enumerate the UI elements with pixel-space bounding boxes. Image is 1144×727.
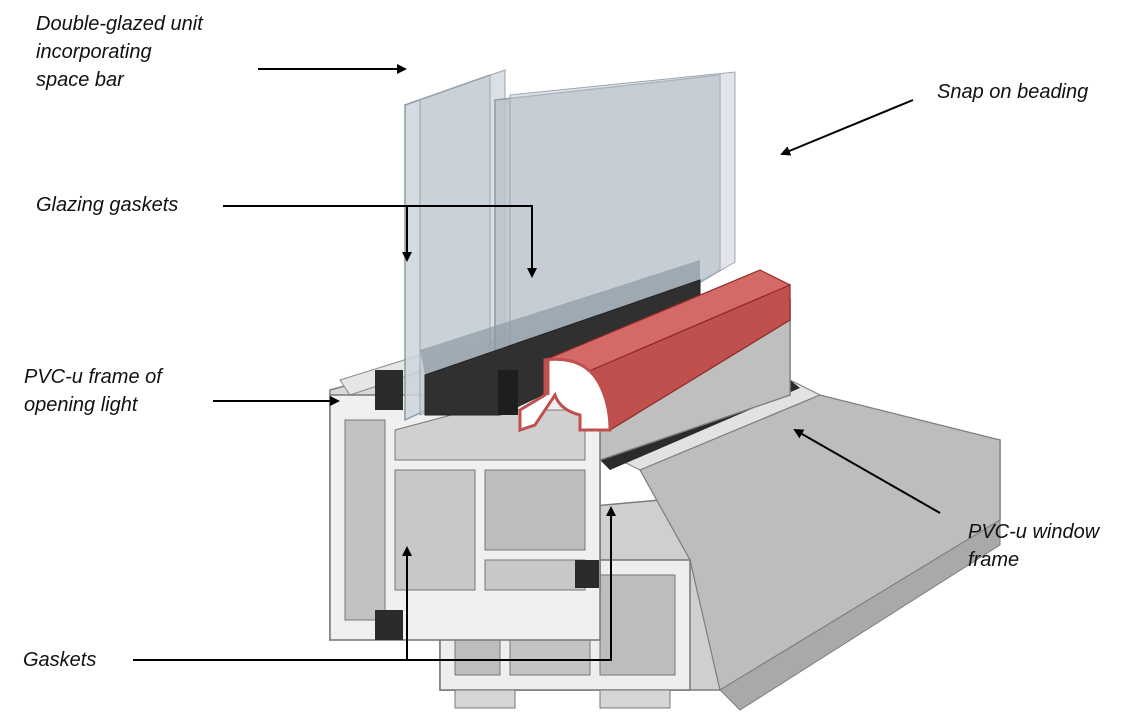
leader-lines: [133, 64, 941, 661]
label-double-glazed-line-2: incorporating: [36, 41, 152, 63]
arrow-snap-on-beading: [780, 99, 914, 156]
label-double-glazed-line-3: space bar: [36, 69, 124, 91]
label-opening-light-line-1: PVC-u frame of: [24, 366, 162, 388]
label-glazing-gaskets: Glazing gaskets: [36, 194, 179, 216]
label-gaskets: Gaskets: [23, 649, 97, 671]
arrow-gaskets-2: [407, 506, 616, 661]
label-pvcu-opening-light: PVC-u frame of opening light: [24, 365, 162, 417]
arrow-glazing-gaskets-2: [407, 205, 537, 278]
label-snap-on-beading: Snap on beading: [937, 81, 1089, 103]
snap-on-beading: [518, 269, 792, 433]
arrow-glazing-gaskets-1: [223, 205, 412, 262]
label-double-glazed-line-1: Double-glazed unit: [36, 13, 203, 35]
double-glazed-unit: [404, 69, 736, 422]
label-window-frame-line-2: frame: [968, 549, 1020, 571]
label-opening-light-line-2: opening light: [24, 394, 138, 416]
label-pvcu-window-frame: PVC-u window frame: [968, 520, 1099, 572]
label-double-glazed-unit: Double-glazed unit incorporating space b…: [36, 12, 203, 92]
label-window-frame-line-1: PVC-u window: [968, 521, 1100, 543]
arrow-window-frame: [793, 429, 941, 514]
